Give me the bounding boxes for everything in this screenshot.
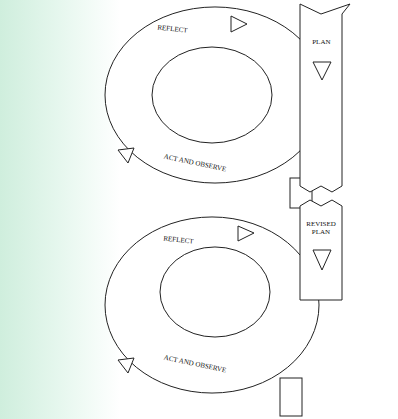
plan-band (300, 200, 342, 300)
stage-label: PLAN (312, 38, 331, 46)
stage-label: REVISED PLAN (303, 220, 339, 236)
spiral-loop (105, 7, 325, 183)
direction-arrow (118, 358, 134, 373)
stage-label: ACT AND OBSERVE (163, 353, 227, 374)
direction-arrow (231, 16, 247, 32)
stage-label: REFLECT (162, 234, 194, 245)
stage-label: ACT AND OBSERVE (163, 152, 227, 173)
plan-band (300, 4, 350, 192)
direction-arrow (118, 148, 134, 163)
direction-arrow (313, 250, 331, 270)
stage-label: REFLECT (156, 23, 188, 34)
direction-arrow (313, 62, 331, 80)
spiral-stem (280, 378, 302, 416)
direction-arrow (238, 226, 254, 241)
spiral-loop (105, 217, 319, 393)
